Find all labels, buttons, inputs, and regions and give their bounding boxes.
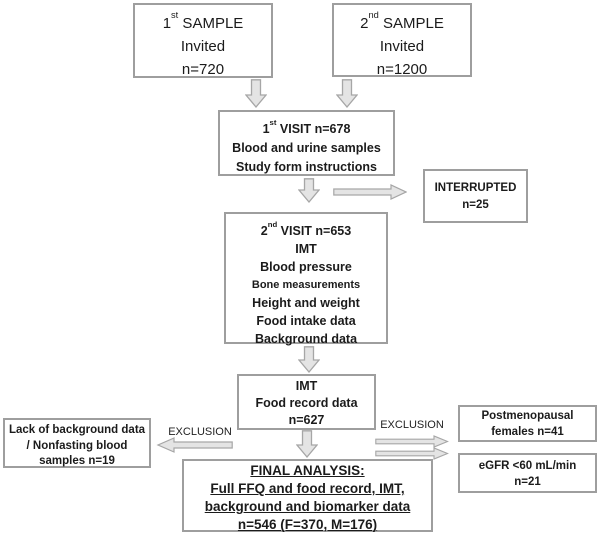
down-arrow-icon: [298, 346, 320, 373]
visit1-title: 1st VISIT n=678: [262, 117, 351, 137]
visit1-instructions: Study form instructions: [236, 160, 377, 175]
final-line2: Full FFQ and food record, IMT,: [210, 481, 405, 496]
box-visit1: 1st VISIT n=678 Blood and urine samples …: [218, 110, 395, 176]
sample1-n: n=720: [181, 61, 225, 78]
box-exclusion-left: Lack of background data / Nonfasting blo…: [3, 418, 151, 468]
exclusion-left-line1: Lack of background data: [8, 424, 146, 436]
box-postmenopausal: Postmenopausal females n=41: [458, 405, 597, 442]
box-sample2: 2nd SAMPLE Invited n=1200: [332, 3, 472, 78]
visit1-samples: Blood and urine samples: [232, 141, 381, 156]
box-egfr: eGFR <60 mL/min n=21: [458, 453, 597, 493]
postmenopausal-line2: females n=41: [491, 425, 564, 438]
imt-n: n=627: [288, 413, 325, 427]
visit2-food-intake: Food intake data: [256, 314, 356, 329]
postmenopausal-line1: Postmenopausal: [481, 410, 574, 422]
right-arrow-icon: [375, 447, 449, 460]
right-arrow-icon: [333, 184, 407, 200]
down-arrow-icon: [296, 430, 318, 458]
visit2-imt: IMT: [295, 242, 317, 257]
final-n: n=546 (F=370, M=176): [237, 517, 378, 532]
exclusion-left-line3: samples n=19: [39, 455, 115, 467]
exclusion-left-line2: / Nonfasting blood: [26, 439, 128, 452]
right-arrow-icon: [375, 435, 449, 448]
exclusion-left-label: EXCLUSION: [168, 426, 232, 438]
sample1-title: 1st SAMPLE: [162, 9, 244, 32]
box-visit2: 2nd VISIT n=653 IMT Blood pressure Bone …: [224, 212, 388, 346]
sample2-title: 2nd SAMPLE: [360, 9, 444, 32]
visit2-height-weight: Height and weight: [252, 296, 360, 311]
box-sample1: 1st SAMPLE Invited n=720: [133, 3, 273, 78]
sample2-n: n=1200: [376, 61, 428, 78]
down-arrow-icon: [298, 178, 320, 203]
final-title: FINAL ANALYSIS:: [250, 463, 365, 478]
down-arrow-icon: [336, 79, 358, 108]
down-arrow-icon: [245, 79, 267, 108]
egfr-line2: n=21: [514, 475, 541, 488]
interrupted-n: n=25: [462, 199, 489, 211]
imt-food-record: Food record data: [255, 396, 358, 410]
sample1-invited: Invited: [180, 38, 226, 55]
left-arrow-icon: [156, 437, 233, 453]
visit2-background: Background data: [254, 332, 358, 347]
final-line3: background and biomarker data: [204, 499, 411, 514]
sample2-invited: Invited: [379, 38, 425, 55]
visit2-bone: Bone measurements: [251, 279, 361, 292]
visit2-title: 2nd VISIT n=653: [260, 219, 352, 239]
visit2-blood-pressure: Blood pressure: [260, 260, 352, 275]
box-interrupted: INTERRUPTED n=25: [423, 169, 528, 223]
exclusion-right-label: EXCLUSION: [380, 419, 444, 431]
interrupted-title: INTERRUPTED: [434, 182, 517, 194]
imt-title: IMT: [295, 379, 318, 393]
egfr-line1: eGFR <60 mL/min: [478, 460, 577, 472]
box-imt-food-record: IMT Food record data n=627: [237, 374, 376, 430]
box-final-analysis: FINAL ANALYSIS: Full FFQ and food record…: [182, 459, 433, 532]
